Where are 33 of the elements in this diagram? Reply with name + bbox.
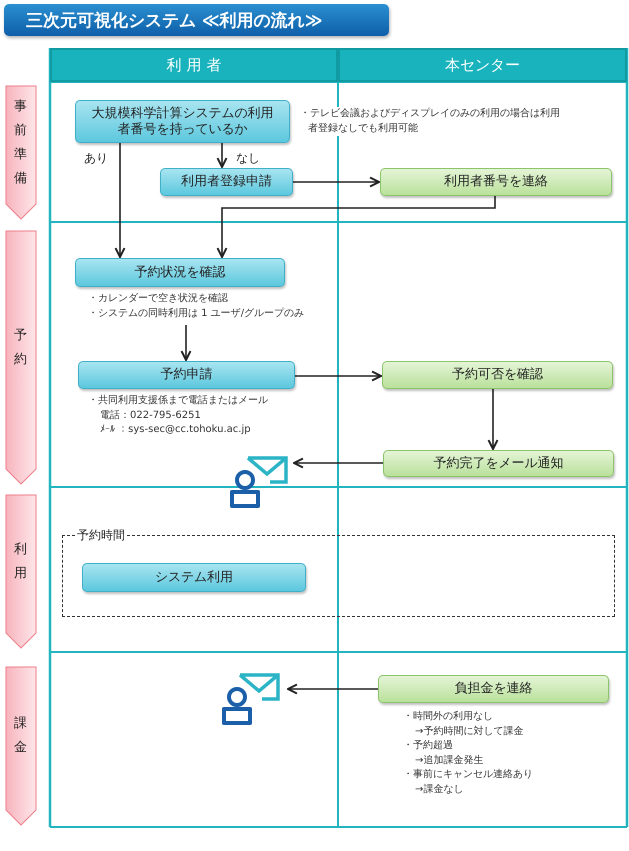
- title-banner: 三次元可視化システム ≪利用の流れ≫: [4, 4, 389, 36]
- frame-heading: 予約時間: [75, 527, 127, 544]
- lane-header: 利 用 者: [50, 48, 338, 82]
- arrow: [293, 176, 380, 188]
- process-box: 負担金を連絡: [378, 675, 609, 703]
- arrow: [180, 325, 192, 361]
- phase-banner: [5, 666, 37, 826]
- phase-banner: [5, 494, 37, 649]
- arrow: [287, 684, 378, 694]
- process-box: 予約可否を確認: [382, 361, 613, 389]
- arrow: [295, 370, 382, 382]
- process-box: 大規模科学計算システムの利用者番号を持っているか: [75, 100, 290, 143]
- arrow: [293, 458, 383, 468]
- note-text: ・カレンダーで空き状況を確認 ・システムの同時利用は 1 ユーザ/グループのみ: [88, 292, 304, 320]
- phase-label: 課金: [14, 715, 28, 757]
- phase-label: 事前準備: [14, 98, 28, 188]
- phase-banner: [5, 230, 37, 485]
- note-text: ・時間外の利用なし →予約時間に対して課金 ・予約超過 →追加課金発生 ・事前にキャンセル連絡あり →課金なし: [403, 710, 533, 796]
- process-box: システム利用: [82, 563, 306, 592]
- arrow: [216, 196, 496, 258]
- process-box: 予約申請: [78, 361, 295, 389]
- phase-banner: [5, 85, 37, 220]
- process-box: 予約状況を確認: [75, 258, 285, 287]
- process-box: 利用者登録申請: [160, 168, 293, 196]
- phase-label: 利用: [14, 540, 28, 582]
- arrow: [114, 143, 126, 258]
- lane-header: 本センター: [338, 48, 627, 82]
- process-box: 予約完了をメール通知: [383, 450, 614, 477]
- process-box: 利用者番号を連絡: [380, 168, 612, 196]
- arrow: [488, 389, 498, 450]
- note-text: ・共同利用支援係まで電話またはメール 電話：022-795-6251 ﾒｰﾙ ：sys-sec@cc.tohoku.ac.jp: [88, 394, 268, 437]
- arrow: [216, 143, 228, 168]
- phase-label: 予約: [14, 326, 28, 368]
